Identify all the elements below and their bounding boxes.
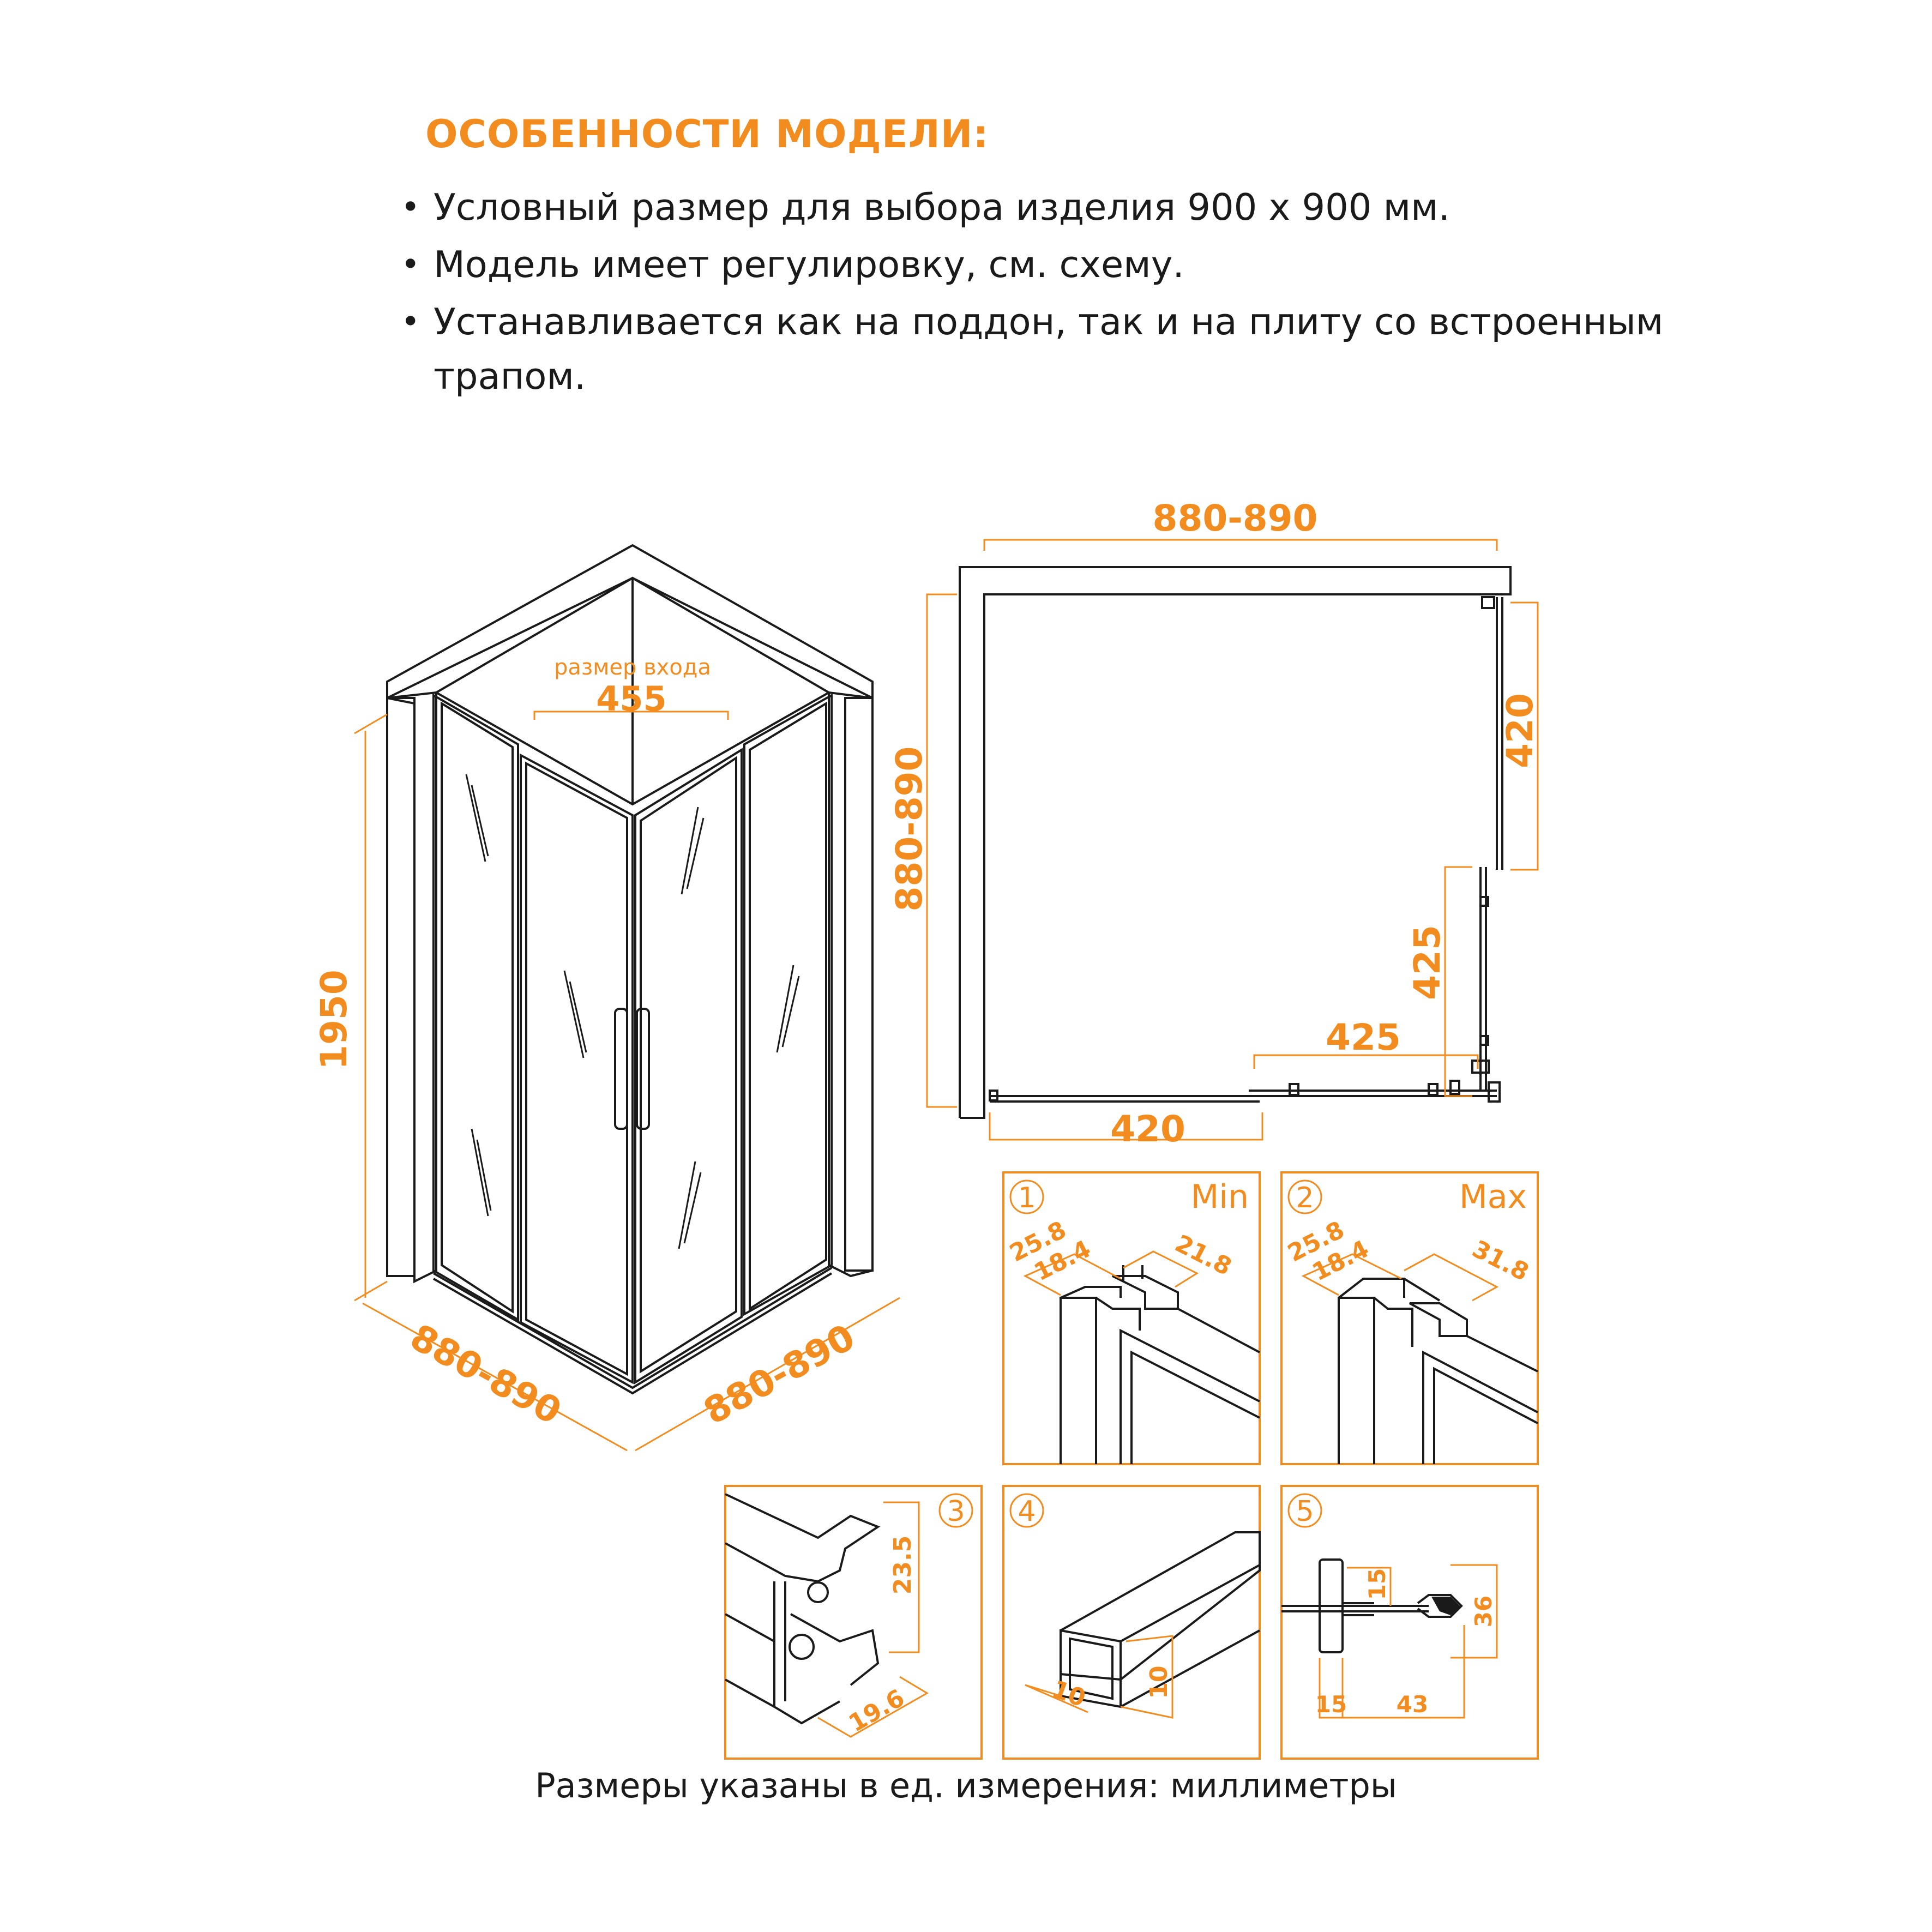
detail-5-dim-b: 36 [1470,1596,1497,1627]
detail-3-number: 3 [947,1495,965,1528]
plan-bottom-panel: 420 [1110,1108,1185,1150]
detail-2-tag: Max [1459,1178,1527,1216]
feature-item-size: •Условный размер для выбора изделия 900 … [401,180,1770,234]
detail-4-number: 4 [1018,1495,1036,1528]
detail-4-dim-b: 10 [1145,1665,1173,1699]
features-heading: ОСОБЕННОСТИ МОДЕЛИ: [425,112,989,157]
iso-left-fixed-panel [432,693,519,1322]
plan-left-depth: 880-890 [888,747,930,912]
detail-3-dim-a: 23.5 [889,1536,917,1595]
plan-right-panel: 420 [1499,693,1541,768]
detail-box-5 [1280,1485,1539,1760]
detail-5-dim-c: 15 [1315,1691,1347,1718]
iso-height: 1950 [313,970,355,1070]
bullet-icon: • [401,188,420,226]
plan-view [959,566,1512,1119]
detail-5-seal [1431,1597,1460,1615]
detail-1-tag: Min [1191,1178,1249,1216]
iso-dimensions [354,711,900,1452]
feature-item-adjust: •Модель имеет регулировку, см. схему. [401,237,1770,292]
detail-box-4 [1002,1485,1261,1760]
iso-right-fixed-panel [743,693,833,1316]
iso-door-handle-2 [636,1008,650,1130]
detail-1-number: 1 [1018,1182,1036,1214]
plan-bottom-door: 425 [1326,1016,1401,1058]
units-footnote: Размеры указаны в ед. измерения: миллиме… [535,1766,1397,1805]
iso-door-handle [614,1008,628,1130]
detail-2-dim-c: 31.8 [1468,1235,1533,1287]
iso-right-door [634,748,743,1385]
plan-top-width: 880-890 [1153,497,1318,539]
bullet-icon: • [401,303,420,341]
plan-walls [959,566,1512,1119]
detail-5-profile [1281,1558,1463,1653]
detail-2-number: 2 [1296,1182,1314,1214]
iso-entry-width: 455 [596,679,666,719]
detail-5-dim-a: 15 [1364,1568,1391,1600]
detail-2-profile [1338,1278,1538,1464]
detail-1-dim-c: 21.8 [1171,1230,1236,1281]
iso-left-wall [387,691,437,1284]
iso-entry-label: размер входа [554,655,711,680]
feature-item-install: •Устанавливается как на поддон, так и на… [401,294,1770,404]
plan-dimensions [926,539,1539,1141]
detail-box-2 [1280,1171,1539,1465]
detail-5-number: 5 [1296,1495,1314,1528]
bullet-icon: • [401,245,420,284]
detail-5-dim-d: 43 [1397,1691,1428,1718]
detail-3-profile [725,1493,881,1725]
iso-right-wall [828,691,874,1278]
detail-4-dim-a: 10 [1048,1675,1089,1713]
detail-3-dim-b: 19.6 [844,1684,910,1737]
iso-left-door [520,753,634,1385]
iso-view [386,544,874,1395]
detail-1-profile [1060,1265,1260,1464]
plan-right-door: 425 [1406,925,1448,1000]
detail-box-3 [724,1485,983,1760]
